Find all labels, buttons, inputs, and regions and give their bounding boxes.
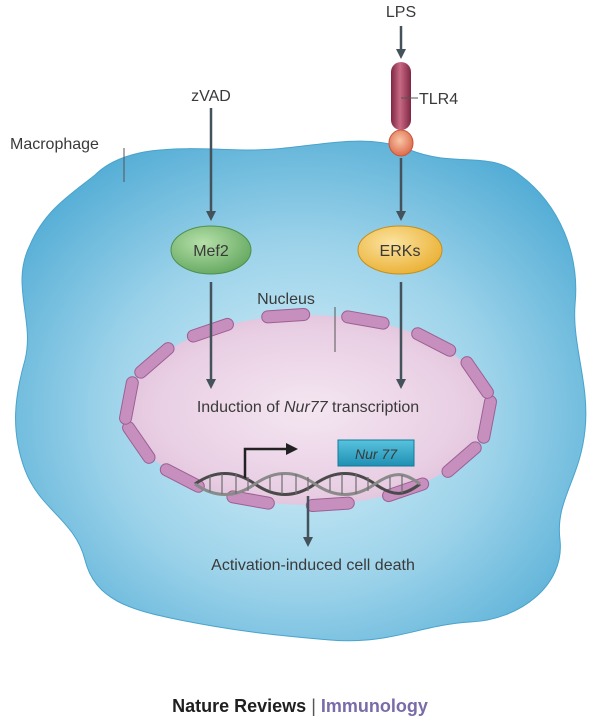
- journal-credit: Nature Reviews | Immunology: [0, 696, 600, 717]
- erks-node: [357, 225, 443, 275]
- tlr4-label: TLR4: [419, 91, 458, 108]
- mef2-node: [170, 225, 252, 275]
- lps-label: LPS: [386, 4, 416, 21]
- envelope-segment: [134, 342, 175, 379]
- journal-name: Immunology: [320, 696, 428, 716]
- envelope-segment: [382, 477, 430, 503]
- induction-suffix: transcription: [328, 399, 420, 416]
- publisher-name: Nature Reviews: [172, 696, 307, 716]
- envelope-segment: [441, 441, 482, 478]
- envelope-segment: [261, 308, 311, 324]
- macrophage-label: Macrophage: [10, 136, 99, 153]
- transcription-start-arrow: [243, 443, 298, 478]
- nur77-gene-box: [337, 439, 415, 467]
- induction-label: Induction of Nur77 transcription: [197, 399, 419, 416]
- zvad-label: zVAD: [191, 88, 231, 105]
- erks-label: ERKs: [380, 243, 421, 260]
- nur77-gene-label: Nur 77: [355, 446, 398, 462]
- envelope-segment: [305, 496, 355, 512]
- signaling-arrows: [206, 26, 406, 547]
- tlr4-receptor: [388, 62, 414, 157]
- dna-helix: [194, 472, 421, 496]
- envelope-segment: [411, 327, 457, 357]
- nucleus-label: Nucleus: [257, 291, 315, 308]
- induction-prefix: Induction of: [197, 399, 284, 416]
- credit-separator: |: [311, 696, 316, 716]
- envelope-segment: [119, 376, 139, 425]
- mef2-label: Mef2: [193, 243, 229, 260]
- envelope-segment: [341, 310, 390, 330]
- envelope-segment: [460, 356, 494, 399]
- outcome-label: Activation-induced cell death: [211, 557, 415, 574]
- induction-gene: Nur77: [284, 399, 329, 416]
